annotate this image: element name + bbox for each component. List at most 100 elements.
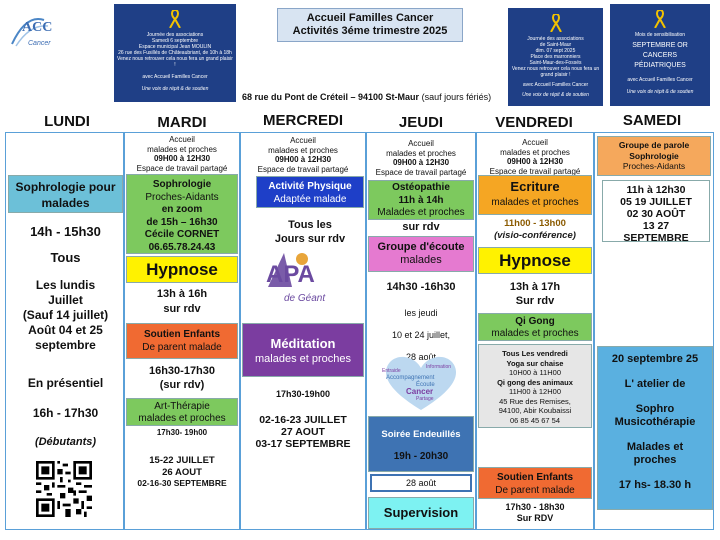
samedi-groupe-sub: Proches-Aidants: [622, 161, 686, 171]
mardi-soutien-sub: De parent malade: [142, 342, 222, 353]
mardi-hypnose-box: Hypnose: [126, 256, 238, 283]
jeudi-groupe-box: Groupe d'écoute malades: [368, 236, 474, 272]
mardi-sophro-zoom: en zoom: [161, 204, 203, 215]
lundi-sophrologie-label: Sophrologie pour malades: [15, 180, 116, 210]
vendredi-yoga-line: Yoga sur chaise: [506, 358, 564, 368]
vendredi-soutien-title: Soutien Enfants: [496, 472, 574, 483]
vendredi-ecriture-sub: malades et proches: [491, 197, 579, 208]
jeudi-groupe-title: Groupe d'écoute: [377, 241, 465, 253]
vendredi-hypnose-hours: 13h à 17h Sur rdv: [478, 280, 592, 308]
vendredi-soutien-box: Soutien Enfants De parent malade: [478, 467, 592, 499]
jeudi-soiree-box: Soirée Endeuillés 19h - 20h30: [368, 416, 474, 472]
vendredi-ecriture-hours: 11h00 - 13h00 (visio-conférence): [478, 218, 592, 242]
mercredi-meditation-sub: malades et proches: [255, 353, 351, 365]
mardi-accueil: Accueil malades et proches 09H00 à 12H30…: [126, 135, 238, 173]
vendredi-soutien-rdv: Sur RDV: [516, 513, 554, 523]
vendredi-accueil: Accueil malades et proches 09H00 à 12H30…: [478, 138, 592, 176]
mardi-sophrologie-box: Sophrologie Proches-Aidants en zoom de 1…: [126, 174, 238, 254]
poster2-line: de Saint-Maur: [539, 42, 572, 48]
apa-logo: APA de Géant: [262, 247, 334, 315]
samedi-dates-line: SEPTEMBRE: [623, 232, 689, 244]
samedi-atelier-date: 20 septembre 25: [611, 353, 699, 365]
lundi-dates: Les lundis Juillet (Sauf 14 juillet) Aoû…: [8, 278, 123, 353]
poster-journee-associations-2: Journée des associations de Saint-Maur d…: [508, 8, 603, 106]
samedi-dates-line: 11h à 12h30: [626, 184, 686, 196]
mardi-hypnose-label: Hypnose: [146, 260, 218, 279]
logo: ACC Cancer: [8, 10, 58, 52]
address-note: (sauf jours fériés): [421, 92, 492, 102]
jeudi-groupe-dates-line: les jeudi: [404, 308, 438, 318]
jeudi-groupe-dates: les jeudi 10 et 24 juillet, 28 août: [368, 302, 474, 368]
mardi-art-dates-line: 26 AOUT: [162, 466, 202, 478]
poster3-line: avec Accueil Familles Cancer: [627, 77, 693, 83]
accueil-title: Accueil: [290, 136, 316, 145]
mardi-art-title: Art-Thérapie: [154, 401, 210, 412]
mercredi-med-dates-line: 03-17 SEPTEMBRE: [255, 438, 351, 450]
lundi-dates-line: Les lundis: [35, 278, 96, 292]
poster-journee-associations-1: Journée des associations Samedi 6 septem…: [114, 4, 236, 102]
samedi-atelier-hours: 17 hs- 18.30 h: [618, 479, 692, 491]
jeudi-soiree-title: Soirée Endeuillés: [381, 429, 461, 440]
poster1-line: 26 rue des Fusillés de Châteaubriant, de…: [118, 50, 232, 56]
mardi-sophro-title: Sophrologie: [152, 179, 212, 190]
vendredi-yoga-line: 45 Rue des Remises,: [499, 396, 571, 406]
lundi-hours2: 16h - 17h30: [32, 406, 99, 420]
day-lundi: LUNDI: [44, 113, 90, 130]
heart-word: Écoute: [416, 382, 435, 388]
mardi-art-hours: 17h30- 19h00: [156, 428, 208, 437]
vendredi-yoga-line: Qi gong des animaux: [497, 377, 573, 387]
vendredi-soutien-hours: 17h30 - 18h30 Sur RDV: [478, 502, 592, 524]
poster1-line: Une voix de répit & de soutien: [141, 86, 209, 92]
poster2-line: Journée des associations: [527, 36, 584, 42]
samedi-dates-line: 05 19 JUILLET: [620, 196, 692, 208]
mercredi-meditation-box: Méditation malades et proches: [242, 323, 364, 377]
jeudi-groupe-hours: 14h30 -16h30: [386, 281, 456, 293]
poster2-line: Place des marronniers: [530, 54, 581, 60]
heart-graphic: [385, 356, 457, 410]
mardi-art-dates-line: 15-22 JUILLET: [149, 455, 215, 466]
mercredi-med-dates-line: 27 AOUT: [281, 426, 325, 438]
header-subtitle: Activités 3éme trimestre 2025: [292, 25, 448, 37]
jeudi-soiree-hours: 19h - 20h30: [393, 451, 449, 462]
lundi-dates-line: Juillet: [48, 293, 83, 307]
mardi-hypnose-time: 13h à 16h: [156, 288, 208, 300]
accueil-hours: 09H00 à 12H30: [153, 154, 211, 163]
poster3-line: CANCERS: [642, 52, 678, 59]
mardi-hypnose-hours: 13h à 16h sur rdv: [126, 287, 238, 317]
day-samedi: SAMEDI: [622, 112, 682, 129]
header-title-box: Accueil Familles Cancer Activités 3éme t…: [277, 8, 463, 42]
accueil-title: Accueil: [408, 139, 434, 148]
accueil-space: Espace de travail partagé: [489, 166, 581, 176]
vendredi-soutien-time: 17h30 - 18h30: [505, 502, 565, 512]
jeudi-osteo-title: Ostéopathie: [392, 182, 450, 193]
mardi-art-dates: 15-22 JUILLET 26 AOUT 02-16-30 SEPTEMBRE: [126, 455, 238, 490]
mardi-soutien-box: Soutien Enfants De parent malade: [126, 323, 238, 359]
accueil-space: Espace de travail partagé: [375, 167, 467, 177]
logo-subtext: Cancer: [28, 40, 51, 47]
heart-word: Accompagnement: [386, 375, 435, 381]
header-title: Accueil Familles Cancer: [306, 12, 434, 24]
lundi-dates-line: Août 04 et 25: [28, 323, 103, 337]
samedi-atelier-box: 20 septembre 25 L' atelier de Sophro Mus…: [597, 346, 713, 510]
accueil-sub: malades et proches: [147, 144, 217, 154]
address: 68 rue du Pont de Créteil – 94100 St-Mau…: [242, 92, 512, 102]
samedi-dates-box: 11h à 12h30 05 19 JUILLET 02 30 AOÛT 13 …: [602, 180, 710, 244]
poster3-line: PÉDIATRIQUES: [634, 62, 686, 69]
vendredi-ecriture-visio: (visio-conférence): [494, 230, 576, 241]
mardi-hypnose-rdv: sur rdv: [163, 303, 201, 315]
samedi-atelier-line: Malades et: [626, 441, 684, 453]
samedi-atelier-line: Sophro: [635, 403, 675, 415]
jeudi-osteo-rdv: sur rdv: [402, 221, 440, 233]
heart-word: Cancer: [406, 387, 434, 396]
vendredi-ecriture-box: Ecriture malades et proches: [478, 175, 592, 215]
vendredi-yoga-box: Tous Les vendredi Yoga sur chaise 10H00 …: [478, 344, 592, 428]
day-jeudi: JEUDI: [398, 114, 444, 131]
qr-code[interactable]: [36, 461, 92, 517]
poster1-line: Journée des associations: [146, 32, 204, 38]
lundi-dates-line: septembre: [35, 338, 96, 352]
samedi-atelier-line: proches: [633, 454, 677, 466]
jeudi-groupe-dates-line: 28 août: [405, 352, 437, 362]
samedi-groupe-box: Groupe de parole Sophrologie Proches-Aid…: [597, 136, 711, 176]
jeudi-supervision-label: Supervision: [383, 505, 459, 520]
mardi-art-box: Art-Thérapie malades et proches: [126, 398, 238, 426]
